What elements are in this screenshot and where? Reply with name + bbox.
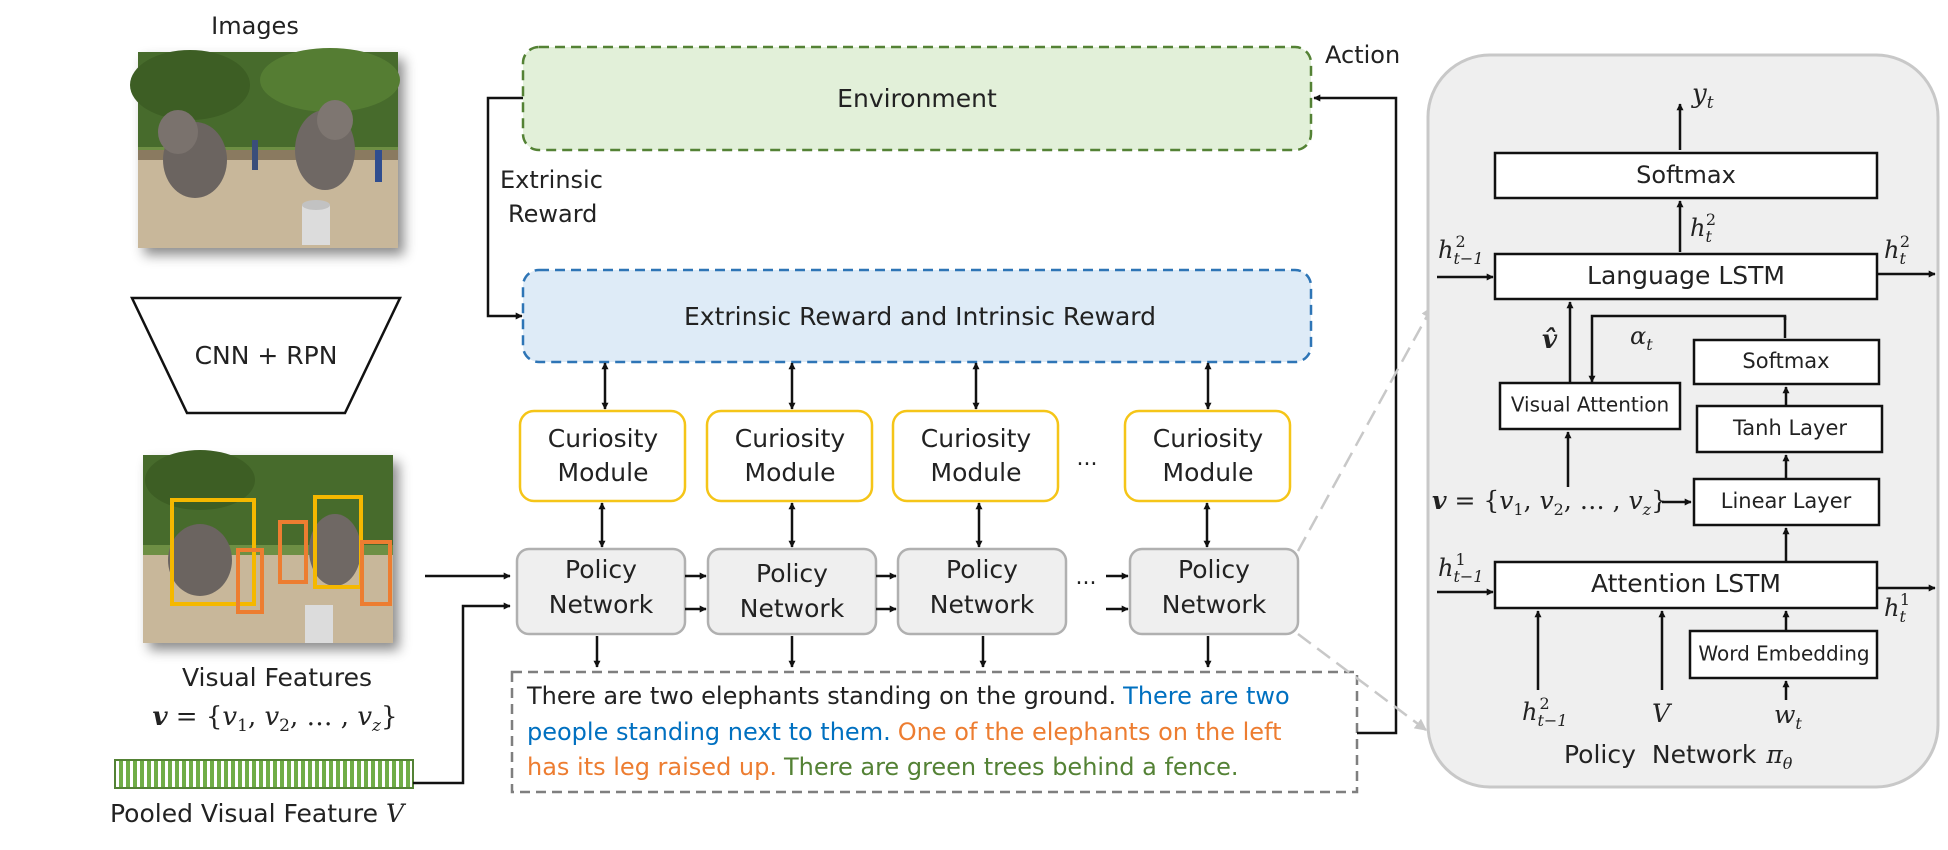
action-label: Action	[1325, 41, 1400, 69]
zoom-line-bottom	[1297, 633, 1427, 731]
visual-features-label: Visual Features	[182, 663, 372, 692]
ht1-out-label: ht1	[1884, 590, 1910, 626]
svg-text:Module: Module	[1163, 458, 1254, 487]
detected-regions-photo-content	[143, 450, 393, 643]
alpha-t-label: αt	[1630, 322, 1653, 354]
bbox-orange-3	[360, 540, 392, 606]
curiosity-module-2: Curiosity Module	[705, 409, 874, 503]
svg-text:Module: Module	[745, 458, 836, 487]
svg-text:Network: Network	[1162, 590, 1267, 619]
softmax-top-label: Softmax	[1636, 161, 1736, 189]
policy-network-1: Policy Network	[515, 547, 687, 636]
attention-lstm-box	[1493, 560, 1879, 610]
svg-text:Module: Module	[558, 458, 649, 487]
linear-layer-label: Linear Layer	[1721, 489, 1852, 513]
caption-line-2: people standing next to them.One of the …	[527, 718, 1282, 746]
curiosity-module-3: Curiosity Module	[891, 409, 1060, 503]
svg-text:Curiosity: Curiosity	[735, 424, 846, 453]
reward-box-label: Extrinsic Reward and Intrinsic Reward	[684, 302, 1156, 331]
policy-network-4: Policy Network	[1128, 547, 1300, 636]
output-yt: yt	[1691, 79, 1714, 113]
arrow-action-loop	[1313, 94, 1398, 735]
softmax-small-label: Softmax	[1742, 349, 1829, 373]
v-hat-label: v̂	[1542, 325, 1558, 355]
policy-ellipsis: ...	[1076, 565, 1097, 590]
ht-1-1-in-label: ht−11	[1438, 550, 1483, 586]
extrinsic-reward-label-2: Reward	[508, 200, 597, 228]
extrinsic-reward-label-1: Extrinsic	[500, 166, 603, 194]
cnn-rpn-label: CNN + RPN	[195, 341, 338, 370]
svg-text:Network: Network	[930, 590, 1035, 619]
svg-text:Curiosity: Curiosity	[1153, 424, 1264, 453]
language-lstm-label: Language LSTM	[1587, 261, 1785, 290]
pooled-feature-bar	[114, 759, 414, 789]
V-bottom-label: V	[1652, 699, 1673, 728]
arrow-pooled-to-policy	[413, 602, 511, 785]
attention-lstm-label: Attention LSTM	[1591, 569, 1781, 598]
policy-network-3: Policy Network	[896, 547, 1068, 636]
svg-text:Policy: Policy	[565, 555, 637, 584]
ht2-out-label: ht2	[1884, 232, 1910, 268]
ht-1-2-in-label: ht−12	[1438, 232, 1483, 268]
svg-text:Policy: Policy	[946, 555, 1018, 584]
language-lstm-box	[1493, 252, 1879, 301]
images-label: Images	[211, 12, 299, 40]
softmax-small-box	[1692, 338, 1881, 386]
policy-network-2: Policy Network	[706, 547, 878, 636]
cnn-rpn-block	[130, 296, 402, 415]
visual-attention-label: Visual Attention	[1511, 393, 1669, 417]
visual-features-formula: v = {v1, v2, … , vz}	[152, 702, 397, 736]
wt-label: wt	[1774, 700, 1802, 733]
reward-box	[521, 268, 1313, 364]
caption-line-1: There are two elephants standing on the …	[526, 682, 1290, 710]
visual-attention-box	[1498, 381, 1682, 431]
svg-text:Curiosity: Curiosity	[548, 424, 659, 453]
ht-1-2-bottom-label: ht−12	[1522, 694, 1567, 730]
softmax-top-box	[1493, 151, 1879, 200]
tanh-layer-box	[1695, 404, 1884, 454]
arrow-extrinsic-reward	[486, 96, 523, 320]
caption-box	[510, 670, 1359, 794]
bbox-orange-1	[236, 548, 264, 614]
svg-text:Policy: Policy	[756, 559, 828, 588]
word-embedding-label: Word Embedding	[1698, 642, 1869, 666]
caption-line-3: has its leg raised up.There are green tr…	[527, 753, 1239, 781]
elephant-photo-content	[130, 48, 400, 248]
tanh-layer-label: Tanh Layer	[1732, 416, 1847, 440]
svg-text:Curiosity: Curiosity	[921, 424, 1032, 453]
linear-layer-box	[1692, 477, 1881, 527]
svg-text:Network: Network	[549, 590, 654, 619]
zoom-line-top	[1296, 305, 1434, 552]
bbox-orange-2	[278, 520, 308, 584]
environment-box	[521, 45, 1313, 152]
svg-text:Module: Module	[931, 458, 1022, 487]
curiosity-module-4: Curiosity Module	[1123, 409, 1292, 503]
environment-label: Environment	[837, 84, 997, 113]
svg-text:Policy: Policy	[1178, 555, 1250, 584]
word-embedding-box	[1688, 629, 1879, 680]
ht2-mid: ht2	[1690, 210, 1716, 246]
curiosity-module-1: Curiosity Module	[518, 409, 687, 503]
curiosity-ellipsis: ...	[1077, 446, 1098, 471]
v-set-formula: v = {v1, v2, … , vz}	[1432, 486, 1667, 519]
svg-text:Network: Network	[740, 594, 845, 623]
